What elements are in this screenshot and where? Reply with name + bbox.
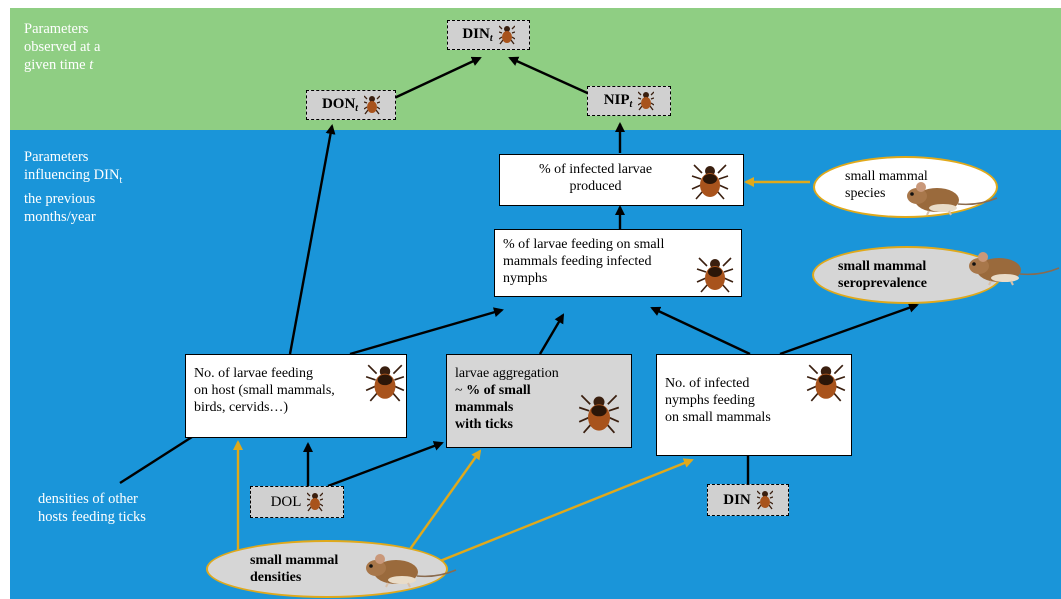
observed-band [10, 8, 1061, 130]
tick-icon [498, 25, 515, 45]
infected-nymphs-box: No. of infected nymphs feeding on small … [656, 354, 852, 456]
diagram-canvas: Parameters observed at a given time t Pa… [10, 8, 1061, 599]
mouse-icon [907, 182, 998, 216]
tick-icon [578, 394, 620, 434]
tick-icon [364, 95, 381, 115]
tick-icon [756, 490, 773, 510]
larvae-feeding-box: % of larvae feeding on small mammals fee… [494, 229, 742, 297]
species-oval: small mammal species [813, 156, 998, 218]
din-t-box: DINt [447, 20, 530, 50]
tick-icon [365, 364, 405, 402]
infected-larvae-box: % of infected larvae produced [499, 154, 744, 206]
tick-icon [691, 164, 729, 200]
larvae-on-host-box: No. of larvae feeding on host (small mam… [185, 354, 407, 438]
tick-icon [696, 257, 734, 293]
dol-box: DOL [250, 486, 344, 518]
tick-icon [307, 492, 324, 512]
tick-icon [806, 364, 846, 402]
seroprevalence-oval: small mammal seroprevalence [812, 246, 1002, 304]
influencing-band-label: Parameters influencing DINt the previous… [24, 149, 123, 225]
aggregation-box: larvae aggregation ~ % of small mammals … [446, 354, 632, 448]
mouse-icon [366, 554, 457, 588]
observed-band-label: Parameters observed at a given time t [24, 21, 101, 73]
din-box: DIN [707, 484, 789, 516]
mouse-icon [969, 252, 1060, 286]
other-hosts-label: densities of other hosts feeding ticks [38, 491, 146, 525]
don-t-box: DONt [306, 90, 396, 120]
nip-t-box: NIPt [587, 86, 671, 116]
tick-icon [638, 91, 655, 111]
